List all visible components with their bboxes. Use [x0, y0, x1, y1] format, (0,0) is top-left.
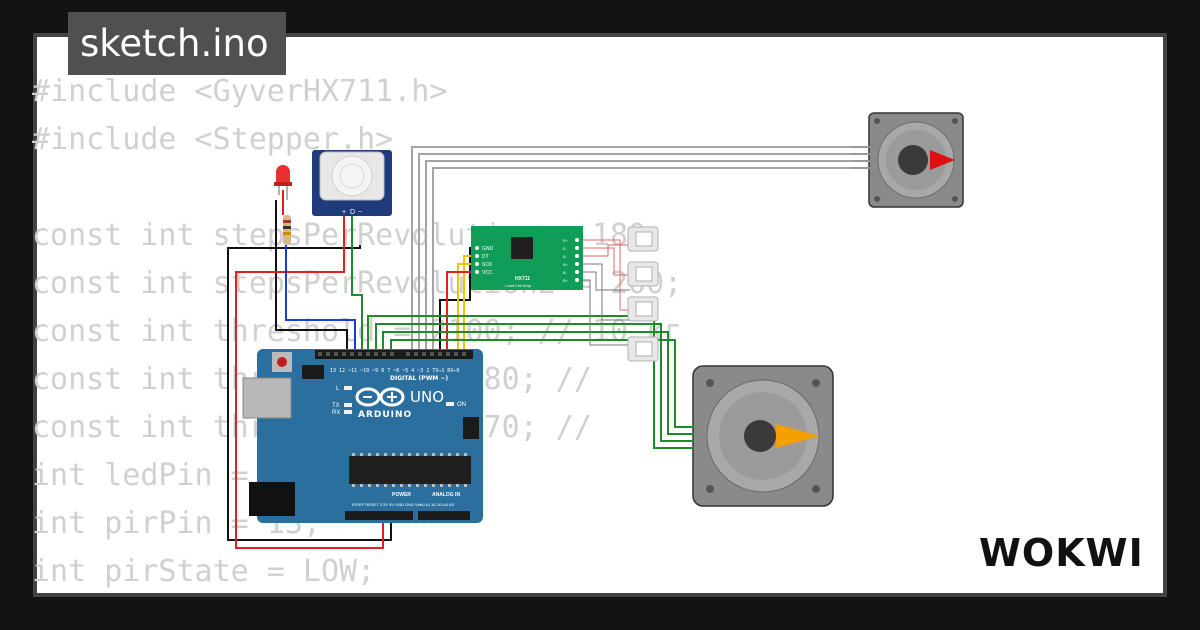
wire-blue-led [285, 245, 356, 352]
arduino-logo-icon [355, 387, 405, 407]
code-line: int pirState = LOW; [32, 554, 376, 589]
wokwi-logo: WOKWI [979, 531, 1144, 575]
microcontroller-chip [349, 456, 471, 484]
power-jack [249, 482, 295, 516]
led-on [446, 402, 454, 406]
power-label: POWER [392, 492, 411, 498]
hx711-name: HX711 [515, 276, 530, 282]
hx711-pin-b-plus: B+ [563, 278, 569, 283]
usb-port [242, 377, 292, 419]
digital-pin-labels: 13 12 ~11 ~10 ~9 8 7 ~6 ~5 4 ~3 2 TX→1 R… [330, 368, 459, 374]
led-red[interactable] [274, 165, 292, 200]
load-cell-connectors [627, 226, 659, 362]
wire-red-5v [235, 215, 384, 549]
wire-green-pir [351, 215, 363, 352]
wire-hx-vcc [446, 271, 476, 352]
hx711-pin-b-minus: B- [563, 270, 568, 275]
wire-gray-4 [432, 167, 870, 352]
stepper-small-pointer [930, 150, 955, 170]
digital-label: DIGITAL (PWM ~) [390, 375, 448, 382]
wokwi-logo-text: WOKWI [979, 531, 1144, 575]
wire-gray-2 [418, 153, 870, 352]
led-l-label: L [336, 386, 340, 392]
stepper-motor-large[interactable] [676, 365, 834, 507]
hx711-pin-e-plus: E+ [563, 238, 569, 243]
wire-lc-5 [582, 271, 630, 291]
led-tx [344, 403, 352, 407]
pir-sensor[interactable]: + D − [312, 150, 392, 216]
wire-lc-3 [582, 244, 630, 257]
wire-green-3 [382, 331, 680, 435]
sketch-tab[interactable]: sketch.ino [68, 12, 286, 75]
stepper-large-pointer [776, 424, 820, 448]
hx711-pin-a-minus: A- [563, 254, 568, 259]
led-rx-label: RX [332, 410, 340, 416]
power-header [345, 511, 413, 520]
board-brand: ARDUINO [358, 410, 412, 420]
hx711-chip [511, 237, 533, 259]
resistor [283, 215, 291, 245]
led-l [344, 386, 352, 390]
wire-gray-3 [425, 160, 870, 352]
hx711-pin-vcc: VCC [482, 270, 493, 276]
pir-pin-minus: − [358, 209, 362, 216]
analog-label: ANALOG IN [432, 492, 460, 498]
wire-lc-2 [582, 247, 630, 276]
hx711-pin-sck: SCK [482, 262, 493, 268]
hx711-pin-gnd: GND [482, 246, 494, 252]
analog-header [418, 511, 470, 520]
wire-green-2 [375, 323, 680, 442]
power-pin-labels: IOREF RESET 3.3V 5V GND GND Vin [352, 502, 421, 507]
hx711-module[interactable]: GND DT SCK VCC E+ E- A- A+ B- B+ HX711 L… [471, 226, 583, 290]
pir-pin-d: D [350, 209, 355, 216]
arduino-uno[interactable]: 13 12 ~11 ~10 ~9 8 7 ~6 ~5 4 ~3 2 TX→1 R… [242, 349, 483, 523]
stepper-motor-small[interactable] [852, 112, 964, 208]
hx711-subtitle: Load Cell Amp [505, 283, 532, 288]
hx711-pin-a-plus: A+ [563, 262, 569, 267]
board-model: UNO [410, 388, 444, 406]
hx711-pin-e-minus: E- [563, 246, 568, 251]
wire-black-pir [275, 200, 348, 352]
pir-dome [331, 155, 373, 197]
code-line: #include <GyverHX711.h> [32, 74, 448, 109]
wire-lc-6 [582, 279, 630, 346]
wire-lc-4 [582, 263, 630, 321]
led-rx [344, 410, 352, 414]
led-tx-label: TX [332, 403, 340, 409]
led-on-label: ON [457, 402, 466, 408]
wire-black-gnd [227, 245, 392, 541]
pir-pin-plus: + [342, 209, 346, 216]
wire-gray-1 [411, 146, 870, 352]
code-line: #include <Stepper.h> [32, 122, 394, 157]
wire-hx-sck [457, 263, 476, 352]
hx711-pin-dt: DT [482, 254, 489, 260]
analog-pin-labels: A0 A1 A2 A3 A4 A5 [420, 502, 455, 507]
